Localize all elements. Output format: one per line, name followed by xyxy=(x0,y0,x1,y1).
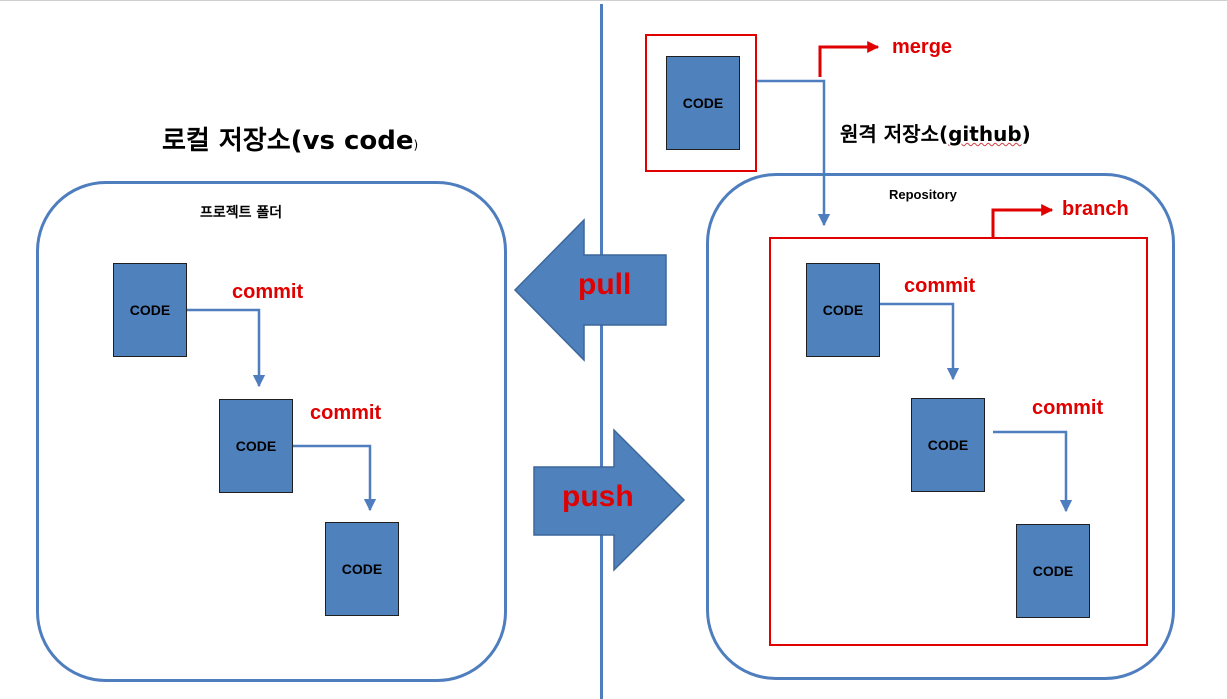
merge-code-box: CODE xyxy=(666,56,740,150)
remote-repo-title: 원격 저장소(github) xyxy=(840,118,1031,147)
local-repo-title-close: ) xyxy=(413,138,419,152)
repository-label: Repository xyxy=(889,187,957,202)
remote-commit-connector-2 xyxy=(993,430,1073,513)
center-divider xyxy=(600,4,603,699)
branch-frame xyxy=(769,237,1148,646)
merge-code-frame xyxy=(645,34,757,172)
branch-pointer-arrow xyxy=(991,204,1054,239)
local-commit-connector-1 xyxy=(186,308,266,388)
merge-pointer-arrow xyxy=(818,41,880,77)
push-arrow-shape xyxy=(533,428,686,572)
local-code-box-2: CODE xyxy=(219,399,293,493)
local-code-box-1: CODE xyxy=(113,263,187,357)
branch-label: branch xyxy=(1062,198,1129,220)
local-repo-title: 로컬 저장소(vs code) xyxy=(162,120,418,157)
remote-code-box-2: CODE xyxy=(911,398,985,492)
project-folder-label: 프로젝트 폴더 xyxy=(200,205,283,221)
local-repo-panel xyxy=(36,181,507,682)
local-commit-label-2: commit xyxy=(310,402,382,424)
remote-code-box-1: CODE xyxy=(806,263,880,357)
remote-code-box-3: CODE xyxy=(1016,524,1090,618)
merge-connector xyxy=(757,79,831,227)
remote-commit-label-2: commit xyxy=(1032,397,1104,419)
local-commit-connector-2 xyxy=(293,444,377,512)
remote-commit-label-1: commit xyxy=(904,275,976,297)
push-label: push xyxy=(562,480,634,513)
remote-repo-title-github: github xyxy=(948,122,1022,146)
pull-arrow-shape xyxy=(513,218,667,362)
remote-repo-title-prefix: 원격 저장소( xyxy=(840,122,949,146)
local-code-box-3: CODE xyxy=(325,522,399,616)
window-top-border xyxy=(0,0,1227,1)
remote-commit-connector-1 xyxy=(880,302,960,381)
remote-repo-panel xyxy=(706,173,1175,680)
local-commit-label-1: commit xyxy=(232,281,304,303)
local-repo-title-main: 로컬 저장소(vs code xyxy=(162,126,414,156)
remote-repo-title-close: ) xyxy=(1021,122,1031,146)
pull-label: pull xyxy=(578,268,632,301)
merge-label: merge xyxy=(892,36,953,58)
